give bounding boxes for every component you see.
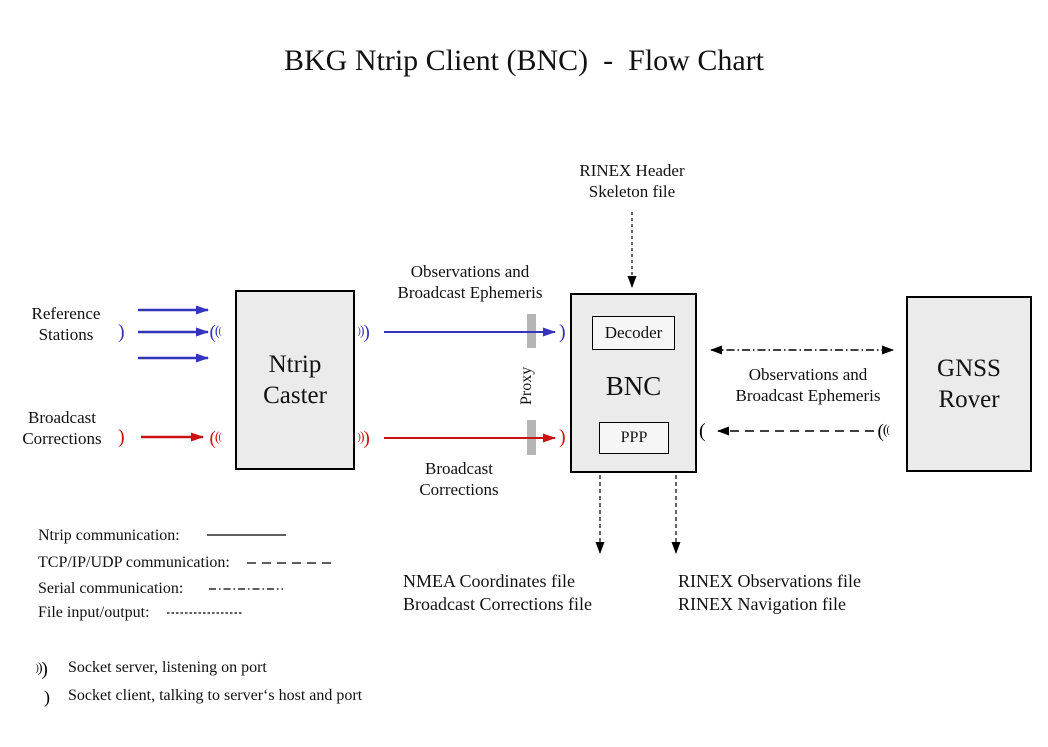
label-broadcast-corrections-input: Broadcast Corrections: [22, 408, 102, 448]
legend-socket-client: Socket client, talking to server‘s host …: [68, 687, 363, 704]
gnss-rover-label-line2: Rover: [938, 386, 1000, 413]
decoder-label: Decoder: [604, 323, 663, 342]
page-title: BKG Ntrip Client (BNC) - Flow Chart: [284, 44, 764, 77]
socket-server-icon-rover: (((: [877, 420, 890, 442]
label-observations-ephemeris-bnc-rover: Observations and Broadcast Ephemeris: [735, 365, 881, 405]
bnc-label: BNC: [605, 371, 662, 401]
ntrip-caster-label-line1: Ntrip: [268, 351, 322, 378]
proxy-bar-top: [527, 314, 536, 348]
label-broadcast-corrections-caster-bnc: Broadcast Corrections: [419, 459, 499, 499]
socket-client-icon-ref: ): [118, 320, 125, 343]
socket-server-icon-caster-corr-in: (((: [209, 427, 222, 449]
proxy-bar-bottom: [527, 420, 536, 455]
ntrip-caster-label-line2: Caster: [263, 382, 327, 409]
legend-tcp-communication: TCP/IP/UDP communication:: [38, 554, 230, 571]
legend-socket-server: Socket server, listening on port: [68, 659, 267, 676]
socket-server-icon-caster-obs-in: (((: [209, 321, 222, 343]
label-reference-stations: Reference Stations: [31, 304, 101, 344]
gnss-rover-label-line1: GNSS: [937, 355, 1001, 382]
socket-server-icon-caster-obs-out: ))): [357, 321, 370, 343]
legend-serial-communication: Serial communication:: [38, 580, 184, 597]
socket-client-icon-bnc-corr: ): [559, 425, 566, 448]
socket-client-icon: ): [44, 686, 50, 707]
socket-client-icon-corr: ): [118, 425, 125, 448]
label-rinex-header-skeleton: RINEX Header Skeleton file: [579, 161, 685, 201]
node-decoder: Decoder: [592, 316, 675, 350]
socket-server-icon-caster-corr-out: ))): [357, 427, 370, 449]
legend-file-io: File input/output:: [38, 604, 150, 621]
socket-server-icon: ))): [35, 658, 48, 680]
node-gnss-rover: GNSS Rover: [906, 296, 1032, 472]
socket-client-icon-bnc-obs: ): [559, 320, 566, 343]
legend-ntrip-communication: Ntrip communication:: [38, 527, 180, 544]
node-ppp: PPP: [599, 422, 669, 454]
socket-client-icon-bnc-rover: (: [699, 419, 706, 442]
node-ntrip-caster: Ntrip Caster: [235, 290, 355, 470]
ppp-label: PPP: [620, 429, 648, 446]
proxy-label: Proxy: [518, 366, 535, 406]
label-rinex-output-files: RINEX Observations file RINEX Navigation…: [678, 571, 861, 614]
label-nmea-output-files: NMEA Coordinates file Broadcast Correcti…: [403, 571, 592, 614]
label-observations-ephemeris-caster-bnc: Observations and Broadcast Ephemeris: [397, 262, 543, 302]
